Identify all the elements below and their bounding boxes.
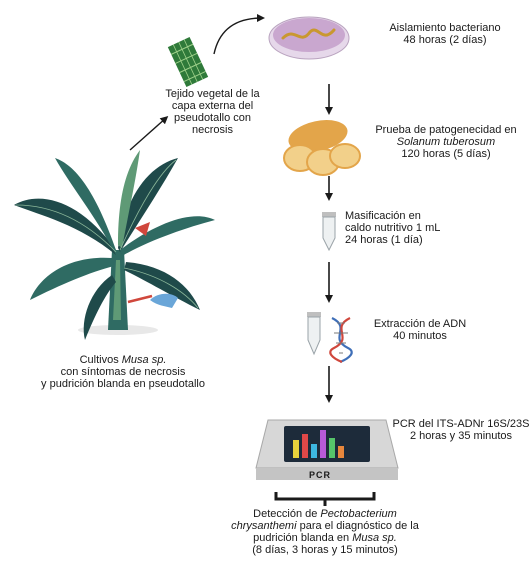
step-pathogenicity-label: Prueba de patogenecidad en Solanum tuber… bbox=[362, 124, 530, 160]
plant-line-1: Cultivos Musa sp. bbox=[79, 354, 167, 366]
result-line-4: (8 días, 3 horas y 15 minutos) bbox=[252, 544, 398, 556]
pcr-device-label: PCR bbox=[309, 470, 332, 480]
isolation-duration: 48 horas (2 días) bbox=[403, 34, 487, 46]
mass-duration: 24 horas (1 día) bbox=[345, 234, 423, 246]
plant-line-3: y pudrición blanda en pseudotallo bbox=[41, 378, 205, 390]
arrow-plant-to-tissue bbox=[129, 116, 169, 151]
pcr-machine-icon bbox=[255, 419, 399, 480]
arrow-tissue-to-isolation bbox=[213, 14, 265, 55]
tissue-line-1: Tejido vegetal de la bbox=[165, 88, 260, 100]
test-tube-icon bbox=[322, 212, 336, 252]
pathogenicity-species: Solanum tuberosum bbox=[396, 136, 496, 148]
pathogenicity-title: Prueba de patogenecidad en bbox=[375, 124, 517, 136]
dna-duration: 40 minutos bbox=[393, 330, 447, 342]
tissue-line-3: pseudotallo con bbox=[173, 112, 252, 124]
step-pcr-label: PCR del ITS-ADNr 16S/23S 2 horas y 35 mi… bbox=[392, 418, 530, 442]
tissue-line-4: necrosis bbox=[192, 124, 233, 136]
tissue-sample-image bbox=[167, 36, 209, 88]
step-dna-label: Extracción de ADN 40 minutos bbox=[360, 318, 480, 342]
pathogenicity-duration: 120 horas (5 días) bbox=[401, 148, 491, 160]
result-bracket bbox=[274, 492, 376, 501]
result-line-2: chrysanthemi para el diagnóstico de la bbox=[231, 520, 419, 532]
tissue-line-2: capa externa del bbox=[171, 100, 254, 112]
petri-dish-icon bbox=[268, 16, 350, 60]
pcr-duration: 2 horas y 35 minutos bbox=[409, 430, 513, 442]
result-line-1: Detección de Pectobacterium bbox=[253, 508, 397, 520]
plant-label: Cultivos Musa sp. con síntomas de necros… bbox=[28, 354, 218, 390]
potato-slices-icon bbox=[283, 120, 361, 176]
step-mass-label: Masificación en caldo nutritivo 1 mL 24 … bbox=[345, 210, 505, 246]
dna-title: Extracción de ADN bbox=[373, 318, 467, 330]
mass-line-1: Masificación en bbox=[345, 210, 421, 222]
pcr-title: PCR del ITS-ADNr 16S/23S bbox=[392, 418, 530, 430]
result-label: Detección de Pectobacterium chrysanthemi… bbox=[205, 508, 445, 556]
mass-line-2: caldo nutritivo 1 mL bbox=[345, 222, 441, 234]
banana-plant-illustration bbox=[14, 150, 215, 340]
isolation-title: Aislamiento bacteriano bbox=[389, 22, 501, 34]
tissue-sample-label: Tejido vegetal de la capa externa del ps… bbox=[155, 88, 270, 136]
plant-line-2: con síntomas de necrosis bbox=[60, 366, 186, 378]
result-line-3: pudrición blanda en Musa sp. bbox=[253, 532, 397, 544]
step-isolation-label: Aislamiento bacteriano 48 horas (2 días) bbox=[365, 22, 525, 46]
dna-extraction-icon bbox=[307, 312, 353, 364]
